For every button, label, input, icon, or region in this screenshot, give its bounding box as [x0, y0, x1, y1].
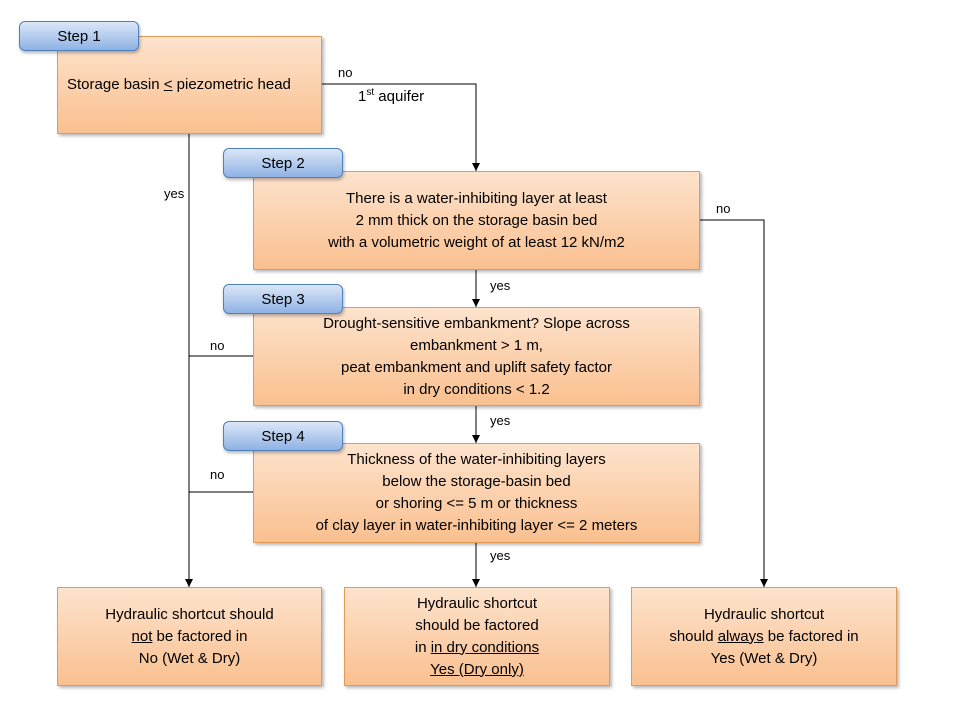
- connector-step1-no: [322, 83, 480, 171]
- outcome-left-box: Hydraulic shortcut should not be factore…: [57, 587, 322, 686]
- step4-line: of clay layer in water-inhibiting layer …: [315, 517, 638, 534]
- outcome-right-box: Hydraulic shortcut should always be fact…: [631, 587, 897, 686]
- connector-step2-no: [700, 219, 768, 587]
- step2-yes-label: yes: [490, 278, 511, 293]
- step2-no-label: no: [716, 201, 731, 216]
- outcome-left-line: not be factored in: [131, 627, 248, 645]
- step3-line: peat embankment and uplift safety factor: [341, 358, 612, 376]
- outcome-middle-line: should be factored: [415, 616, 539, 634]
- step2-line: with a volumetric weight of at least 12 …: [328, 233, 625, 251]
- step4-tag: Step 4: [223, 421, 343, 451]
- outcome-right-line: Yes (Wet & Dry): [710, 649, 818, 667]
- step2-tag: Step 2: [223, 148, 343, 178]
- step2-line: There is a water-inhibiting layer at lea…: [346, 189, 607, 207]
- step4-yes-label: yes: [490, 548, 511, 563]
- step3-tag: Step 3: [223, 284, 343, 314]
- step4-no-label: no: [210, 467, 225, 482]
- outcome-middle-line: in in dry conditions: [414, 638, 540, 656]
- step2-box: There is a water-inhibiting layer at lea…: [253, 171, 700, 270]
- step3-line: embankment > 1 m,: [410, 336, 543, 354]
- step3-box: Drought-sensitive embankment? Slope acro…: [253, 307, 700, 406]
- step1-tag: Step 1: [19, 21, 139, 51]
- step1-yes-label: yes: [164, 186, 185, 201]
- step1-text: Storage basin < piezometric head: [67, 76, 291, 93]
- step3-no-label: no: [210, 338, 225, 353]
- step3-line: Drought-sensitive embankment? Slope acro…: [323, 314, 630, 332]
- less-equal-symbol: <: [163, 76, 173, 93]
- outcome-right-line: should always be factored in: [669, 627, 859, 645]
- step4-line: below the storage-basin bed: [382, 473, 571, 490]
- outcome-middle-box: Hydraulic shortcut should be factored in…: [344, 587, 610, 686]
- step3-line: in dry conditions < 1.2: [403, 380, 550, 398]
- outcome-right-line: Hydraulic shortcut: [703, 605, 825, 623]
- step4-line: or shoring <= 5 m or thickness: [375, 495, 578, 512]
- step2-line: 2 mm thick on the storage basin bed: [355, 211, 598, 229]
- outcome-left-line: No (Wet & Dry): [138, 649, 241, 667]
- step4-box: Thickness of the water-inhibiting layers…: [253, 443, 700, 543]
- step1-no-label: no: [338, 65, 353, 80]
- outcome-middle-line: Yes (Dry only): [430, 660, 524, 678]
- outcome-middle-line: Hydraulic shortcut: [416, 594, 538, 612]
- aquifer-label: 1st aquifer: [358, 87, 425, 105]
- step3-yes-label: yes: [490, 413, 511, 428]
- step4-line: Thickness of the water-inhibiting layers: [347, 451, 606, 468]
- outcome-left-line: Hydraulic shortcut should: [105, 605, 274, 623]
- step1-box: Storage basin < piezometric head: [57, 36, 322, 134]
